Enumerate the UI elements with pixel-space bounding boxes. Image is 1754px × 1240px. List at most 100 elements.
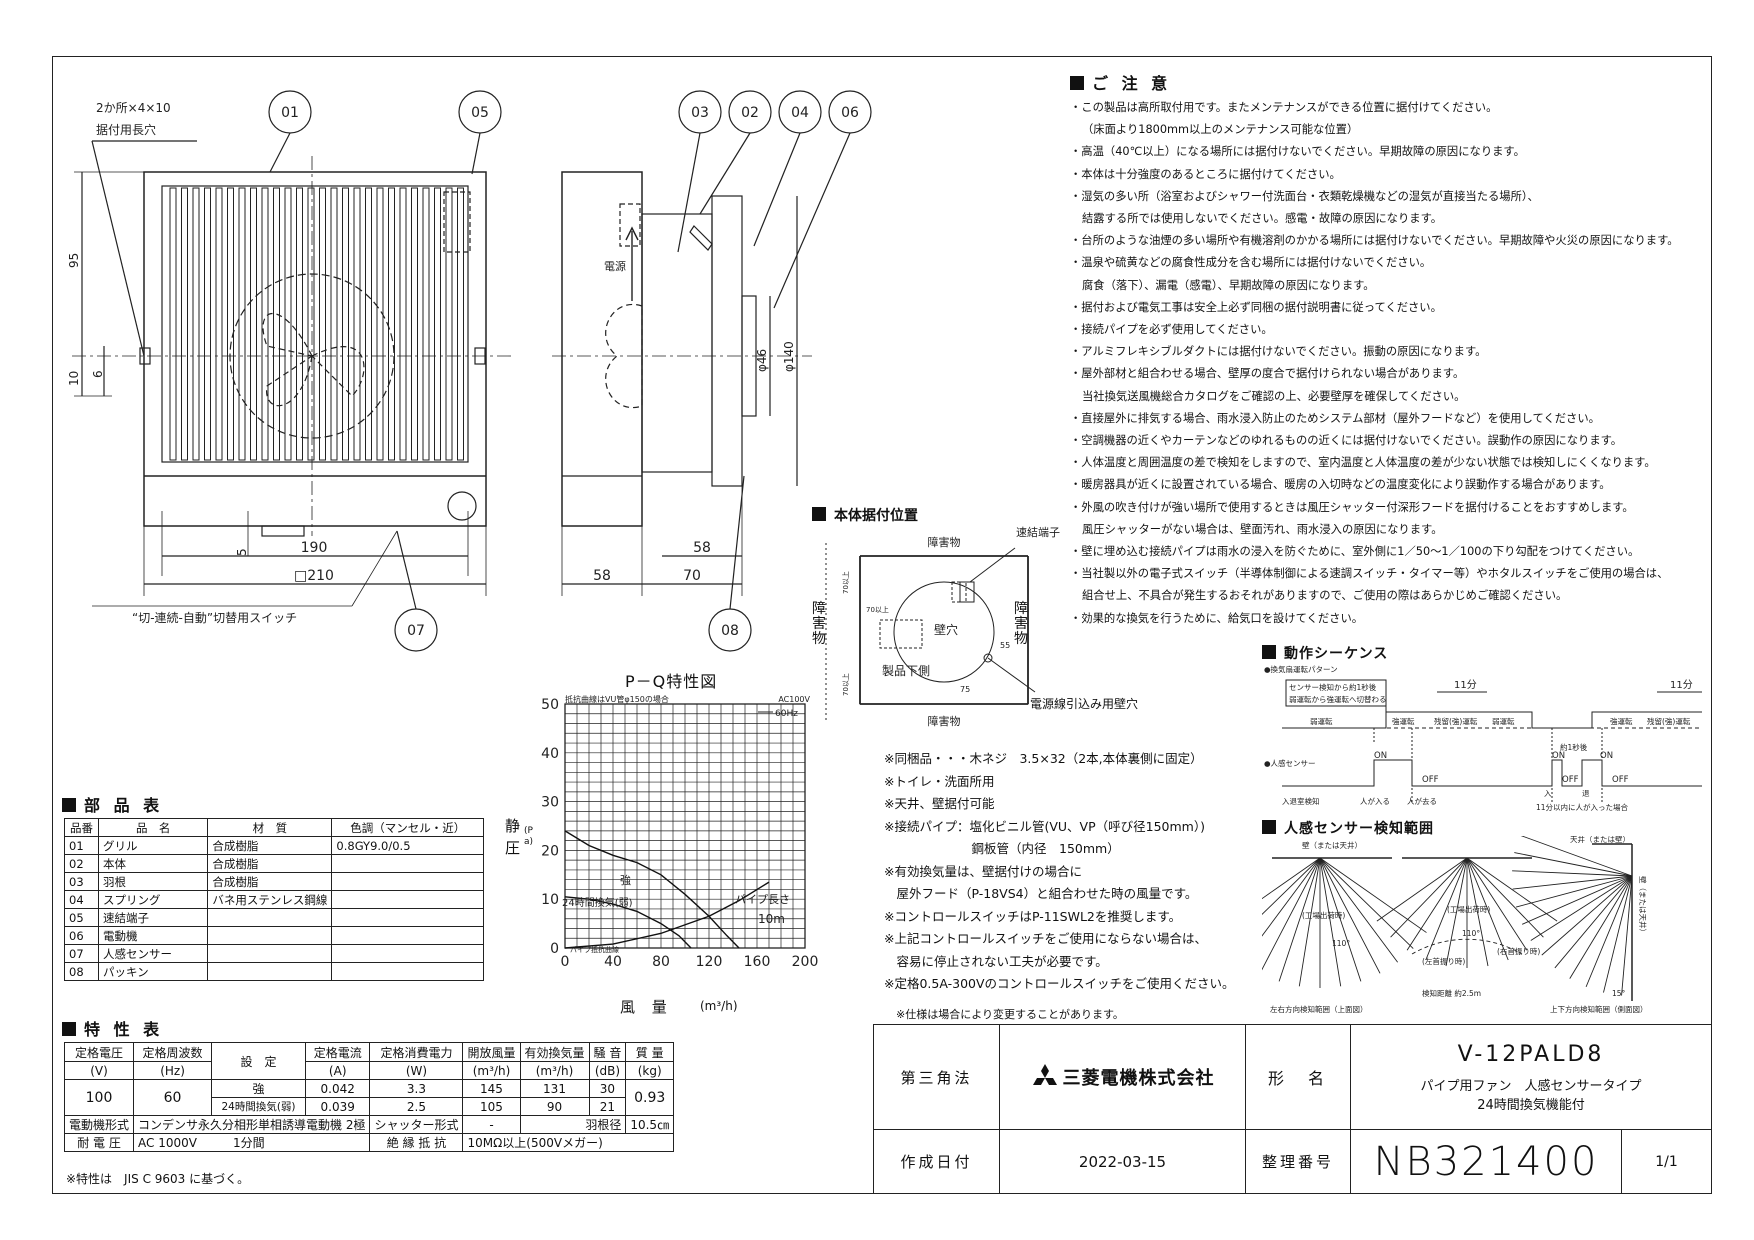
grille-bar	[284, 187, 292, 461]
misc-line: 屋外フード（P-18VS4）と組合わせた時の風量です。	[884, 886, 1198, 901]
insul-label: 絶 縁 抵 抗	[369, 1133, 464, 1152]
seq-on-3: ON	[1600, 751, 1613, 761]
seq-off-2: OFF	[1562, 775, 1579, 785]
section-square-icon	[1262, 820, 1276, 834]
parts-cell: グリル	[97, 836, 209, 855]
power-24h: 2.5	[369, 1097, 464, 1116]
parts-cell	[207, 944, 333, 963]
note-line: 組合せ上、不具合が発生するおそれがありますので、ご使用の際はあらかじめご確認くだ…	[1082, 589, 1568, 603]
h-open-u: (m³/h)	[462, 1061, 521, 1080]
detect-ray	[1425, 857, 1468, 961]
detect-angle-15: 15°	[1612, 989, 1626, 998]
note-line: （床面より1800mm以上のメンテナンス可能な位置）	[1082, 123, 1359, 137]
detect-ray	[1621, 875, 1633, 996]
pq-xunit: (m³/h)	[700, 999, 738, 1013]
seq-enter: 人が入る	[1360, 796, 1390, 806]
seq-off-1: OFF	[1422, 775, 1439, 785]
parts-cell: 03	[64, 872, 99, 891]
sheet-value: 1/1	[1621, 1129, 1712, 1194]
detect-angle-l: 110°	[1332, 939, 1350, 948]
parts-cell	[331, 944, 484, 963]
note-line: ・温泉や硫黄などの腐食性成分を含む場所には据付けないでください。	[1070, 256, 1432, 270]
parts-cell	[331, 962, 484, 981]
note-line: ・台所のような油煙の多い場所や有機溶剤のかかる場所には据付けないでください。早期…	[1070, 234, 1679, 248]
grille-bar	[445, 187, 453, 461]
wall-hole-label: 壁穴	[934, 622, 958, 637]
note-line: 風圧シャッターがない場合は、壁面汚れ、雨水浸入の原因になります。	[1082, 522, 1443, 536]
hole-note-2: 据付用長穴	[96, 122, 156, 137]
sequence-title: 動作シーケンス	[1262, 643, 1388, 663]
seq-within11: 11分以内に人が入った場合	[1536, 802, 1629, 812]
h-noise: 騒 音	[588, 1042, 627, 1062]
drawing-views: 01 05 03 02 04 06 07 08 2か所×4×10 据付用長穴 9…	[67, 90, 872, 652]
h-voltage-u: (V)	[63, 1061, 135, 1080]
grille-bar	[250, 187, 257, 461]
pq-yunit: (Pa)	[524, 826, 534, 847]
install-diagram: 障害物 障害物 速結端子 壁穴 製品下側 70以上 70以上 70以上 55 7…	[825, 525, 1060, 728]
misc-notes: ※同梱品・・・木ネジ 3.5×32（2本,本体裏側に固定）※トイレ・洗面所用※天…	[884, 748, 1235, 996]
callout-07-label: 07	[407, 623, 425, 639]
h-power: 定格消費電力	[369, 1042, 464, 1062]
note-line: ・人体温度と周囲温度の差で検知をしますので、室内温度と人体温度の差が少ない状態で…	[1070, 456, 1656, 470]
section-square-icon	[62, 798, 76, 812]
misc-line: ※有効換気量は、壁据付けの場合に	[884, 863, 1082, 879]
note-line: ・接続パイプを必ず使用してください。	[1070, 323, 1273, 337]
grille-bar	[319, 187, 326, 461]
date-value: 2022-03-15	[999, 1129, 1246, 1194]
seq-sensor: ●人感センサー	[1264, 758, 1316, 768]
seq-note1: センサー検知から約1秒後	[1289, 682, 1377, 692]
note-line: 結露する所では使用しないでください。感電・故障の原因になります。	[1082, 212, 1443, 226]
detect-ray	[1319, 857, 1381, 974]
grille-bar	[330, 187, 338, 461]
setting-24h: 24時間換気(弱)	[211, 1097, 306, 1116]
note-line: ・アルミフレキシブルダクトには据付けないでください。振動の原因になります。	[1070, 345, 1487, 359]
side-body	[561, 171, 643, 527]
parts-cell: 電動機	[97, 926, 209, 945]
detect-left: (左首振り時)	[1422, 956, 1465, 966]
callout-04-label: 04	[791, 105, 809, 121]
detect-ray	[1445, 857, 1468, 967]
pq-ytick: 10	[541, 892, 559, 908]
note-line: ・この製品は高所取付用です。またメンテナンスができる位置に据付けてください。	[1070, 101, 1498, 114]
detect-lr-range: 左右方向検知範囲（上面図）	[1270, 1004, 1368, 1014]
detect-ray	[1262, 857, 1321, 900]
mitsubishi-logo-icon	[1032, 1064, 1057, 1085]
detect-ray	[1298, 857, 1321, 987]
detect-ray	[1262, 857, 1321, 937]
parts-cell: 06	[64, 926, 99, 945]
grille-bar	[376, 187, 384, 461]
note-line: ・暖房器具が近くに設置されている場合、暖房の入切時などの温度変化により誤動作する…	[1070, 478, 1611, 492]
name-label: 形 名	[1245, 1024, 1351, 1130]
note-line: ・外風の吹き付けが強い場所で使用するときは風圧シャッター付深形フードを据付けるこ…	[1070, 500, 1634, 514]
pq-xtick: 160	[744, 954, 771, 970]
note-line: 腐食（落下）、漏電（感電）、早期故障の原因になります。	[1082, 278, 1375, 292]
grille-bar	[388, 187, 395, 461]
parts-cell: 合成樹脂	[207, 872, 333, 891]
seq-residual-1: 残留(強)運転	[1434, 716, 1478, 726]
h-freq-u: (Hz)	[133, 1061, 213, 1080]
parts-cell	[331, 908, 484, 927]
withstand-label: 耐 電 圧	[63, 1133, 135, 1152]
detect-ray	[1390, 857, 1468, 938]
seq-enter-exit: 入退室検知	[1282, 796, 1320, 806]
seq-weak-1: 弱運転	[1310, 717, 1333, 726]
note-line: ・高温（40℃以上）になる場所には据付けないでください。早期故障の原因になります…	[1070, 145, 1525, 159]
grille-bar	[411, 187, 418, 461]
pq-ytick: 50	[541, 697, 559, 713]
install-title: 本体据付位置	[812, 505, 918, 525]
pq-series-line	[564, 830, 740, 949]
grille-bar	[261, 187, 269, 461]
eff-strong: 131	[519, 1079, 590, 1098]
h-freq: 定格周波数	[133, 1042, 213, 1062]
model-number: V-12PALD8	[1457, 1041, 1605, 1067]
misc-line: ※定格0.5A-300Vのコントロールスイッチをご使用ください。	[884, 976, 1235, 991]
detect-title: 人感センサー検知範囲	[1262, 818, 1434, 838]
grille-bar	[238, 187, 246, 461]
detect-install-l: (工場出荷時)	[1302, 910, 1345, 920]
seq-approx1: 約1秒後	[1560, 742, 1588, 752]
mass-value: 0.93	[625, 1079, 675, 1116]
